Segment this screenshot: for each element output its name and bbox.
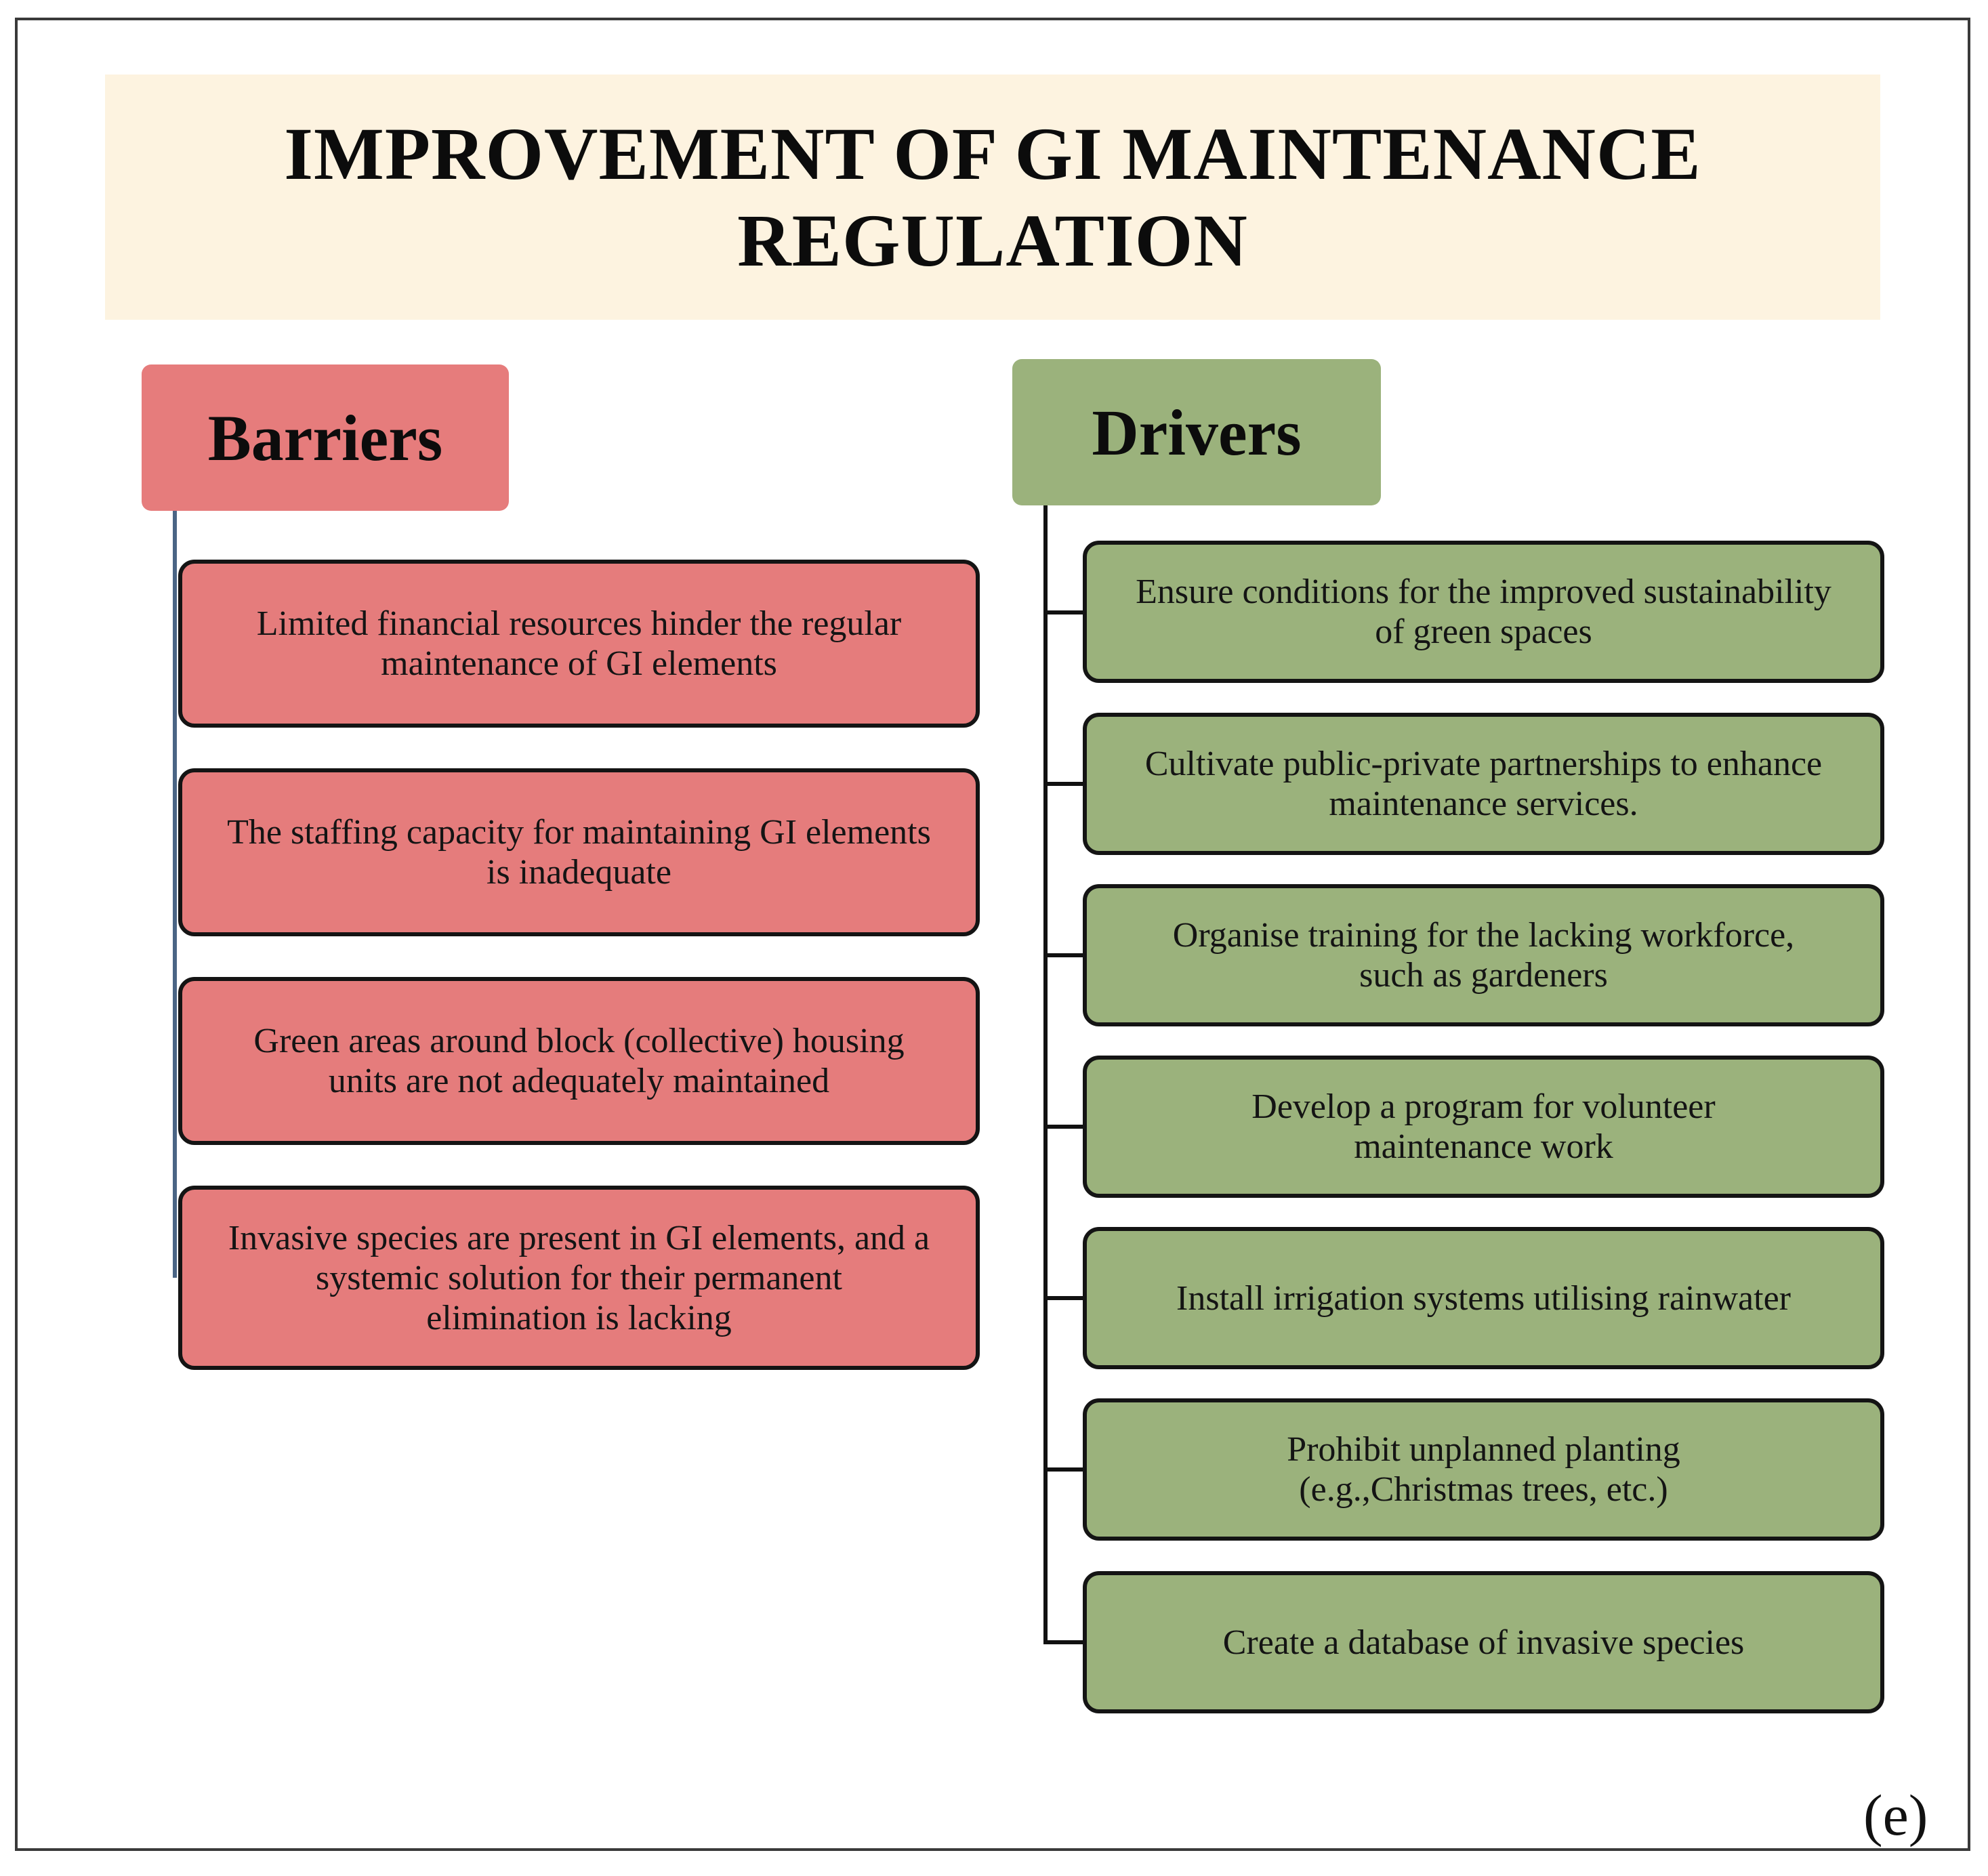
title-line-1: IMPROVEMENT OF GI MAINTENANCE <box>284 112 1701 195</box>
drivers-connector-line <box>1043 505 1048 1644</box>
driver-item-6: Prohibit unplanned planting (e.g.,Christ… <box>1083 1398 1884 1541</box>
barrier-item-3: Green areas around block (collective) ho… <box>178 977 980 1145</box>
title-line-2: REGULATION <box>737 199 1248 282</box>
driver-item-1: Ensure conditions for the improved susta… <box>1083 541 1884 683</box>
drivers-connector-tick <box>1043 1467 1085 1472</box>
driver-item-7: Create a database of invasive species <box>1083 1571 1884 1713</box>
drivers-connector-tick <box>1043 782 1085 786</box>
driver-item-4: Develop a program for volunteer maintena… <box>1083 1056 1884 1198</box>
drivers-connector-tick <box>1043 1640 1085 1644</box>
drivers-connector-tick <box>1043 953 1085 957</box>
barrier-item-4: Invasive species are present in GI eleme… <box>178 1186 980 1370</box>
drivers-connector-tick <box>1043 610 1085 614</box>
drivers-connector-tick <box>1043 1125 1085 1129</box>
barrier-item-1: Limited financial resources hinder the r… <box>178 560 980 728</box>
barrier-item-2: The staffing capacity for maintaining GI… <box>178 768 980 936</box>
barriers-header: Barriers <box>142 364 509 511</box>
figure-frame <box>15 18 1970 1851</box>
panel-label: (e) <box>1863 1783 1928 1848</box>
drivers-header: Drivers <box>1012 359 1381 505</box>
driver-item-2: Cultivate public-private partnerships to… <box>1083 713 1884 855</box>
driver-item-3: Organise training for the lacking workfo… <box>1083 884 1884 1026</box>
title-banner: IMPROVEMENT OF GI MAINTENANCE REGULATION <box>105 75 1880 320</box>
barriers-connector-line <box>173 511 177 1278</box>
drivers-connector-tick <box>1043 1296 1085 1300</box>
driver-item-5: Install irrigation systems utilising rai… <box>1083 1227 1884 1369</box>
